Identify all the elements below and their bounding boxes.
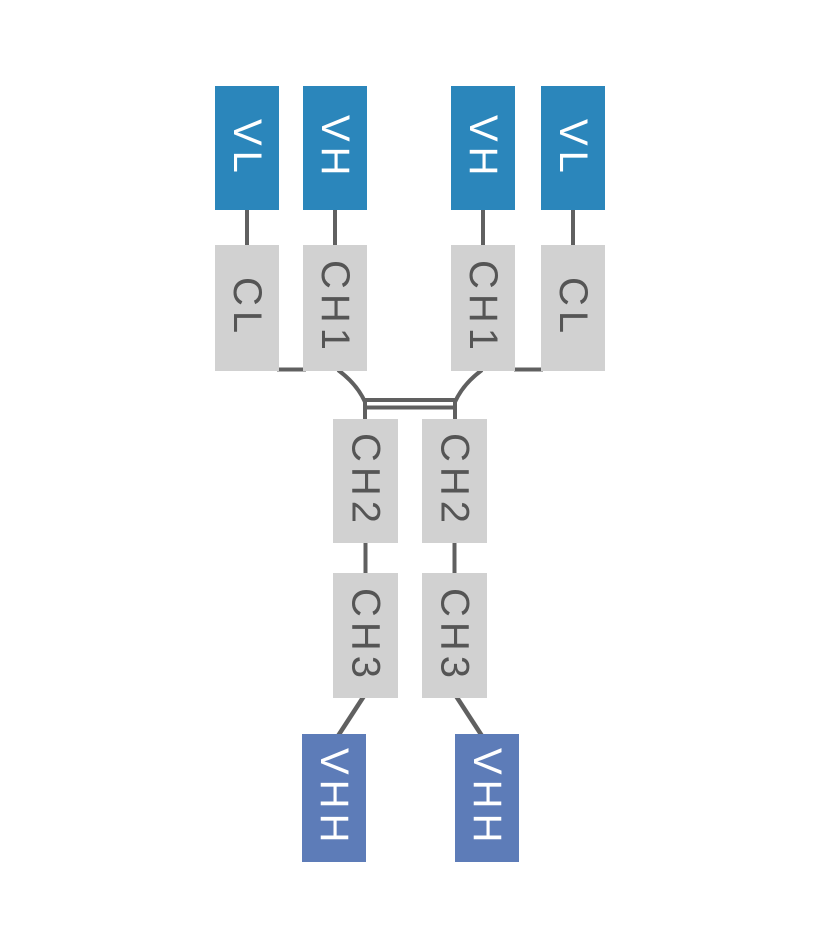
- domain-label-ch1-right: CH1: [461, 260, 505, 356]
- domain-label-vhh-left: VHH: [312, 748, 356, 848]
- domain-box-ch3-left: CH3: [333, 573, 398, 698]
- domain-box-vl-right: VL: [541, 86, 605, 210]
- domain-label-ch1-left: CH1: [313, 260, 357, 356]
- domain-box-vl-left: VL: [215, 86, 279, 210]
- domain-label-vhh-right: VHH: [465, 748, 509, 848]
- domain-label-ch2-right: CH2: [432, 433, 477, 529]
- domain-box-vh-left: VH: [303, 86, 367, 210]
- domain-box-cl-right: CL: [541, 245, 605, 371]
- domain-label-vh-left: VH: [313, 115, 357, 181]
- hinge-curve-right: [453, 368, 484, 422]
- domain-label-ch2-left: CH2: [343, 433, 388, 529]
- domain-label-vh-right: VH: [461, 115, 505, 181]
- domain-label-vl-left: VL: [225, 118, 269, 178]
- domain-box-vh-right: VH: [451, 86, 515, 210]
- domain-label-ch3-left: CH3: [343, 587, 388, 684]
- domain-label-cl-left: CL: [225, 277, 269, 339]
- domain-box-ch3-right: CH3: [422, 573, 487, 698]
- bond-ch3-vhh-left: [334, 694, 366, 741]
- domain-box-ch2-right: CH2: [422, 419, 487, 543]
- domain-box-ch1-left: CH1: [303, 245, 367, 371]
- domain-box-cl-left: CL: [215, 245, 279, 371]
- domain-box-ch2-left: CH2: [333, 419, 398, 543]
- domain-box-vhh-left: VHH: [302, 734, 366, 862]
- hinge-curve-left: [336, 368, 367, 422]
- domain-label-ch3-right: CH3: [432, 587, 477, 684]
- bond-ch3-vhh-right: [454, 694, 486, 741]
- domain-label-cl-right: CL: [551, 277, 595, 339]
- domain-label-vl-right: VL: [551, 118, 595, 178]
- domain-box-vhh-right: VHH: [455, 734, 519, 862]
- domain-box-ch1-right: CH1: [451, 245, 515, 371]
